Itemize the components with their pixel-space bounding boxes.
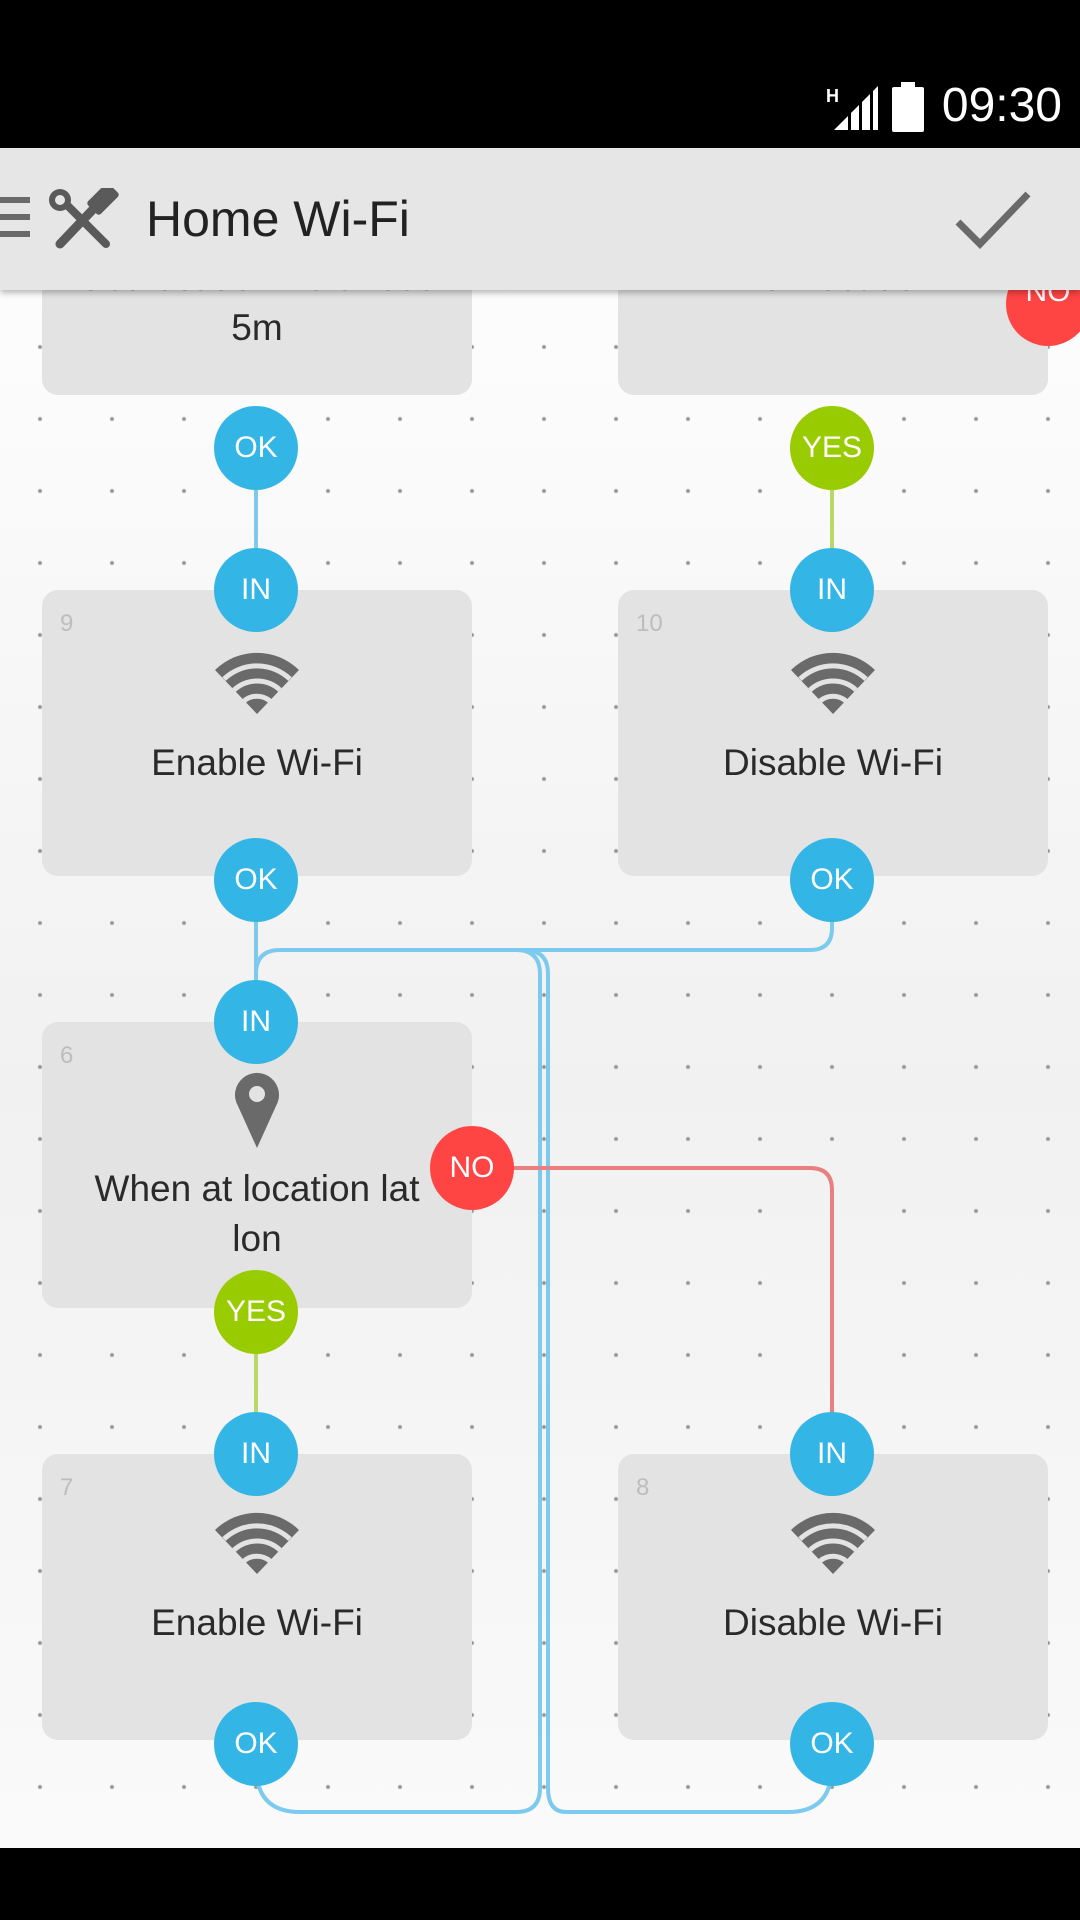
status-bar: H 09:30 bbox=[0, 0, 1080, 148]
in-input-disable-wifi-10[interactable]: IN bbox=[790, 548, 874, 632]
drawer-icon[interactable] bbox=[0, 197, 30, 237]
ok-output-disable-wifi-8[interactable]: OK bbox=[790, 1702, 874, 1786]
battery-icon bbox=[892, 82, 924, 132]
block-label: Enable Wi-Fi bbox=[151, 742, 363, 783]
block-disable-wifi-10[interactable]: 10 Disable Wi-Fi bbox=[618, 590, 1048, 876]
block-number: 10 bbox=[636, 610, 663, 637]
location-pin-icon bbox=[235, 1072, 279, 1148]
ok-output-get-location[interactable]: OK bbox=[214, 406, 298, 490]
block-enable-wifi-7[interactable]: 7 Enable Wi-Fi bbox=[42, 1454, 472, 1740]
block-number: 7 bbox=[60, 1474, 74, 1501]
wifi-icon bbox=[215, 652, 299, 714]
wire-disable-10-ok bbox=[254, 880, 834, 1022]
yes-output-pick-location[interactable]: YES bbox=[790, 406, 874, 490]
block-when-at-location-6[interactable]: 6 When at location lat lon bbox=[42, 1022, 472, 1308]
page-title: Home Wi-Fi bbox=[146, 191, 410, 247]
navigation-bar bbox=[0, 1848, 1080, 1920]
status-time: 09:30 bbox=[941, 79, 1062, 132]
flow-canvas[interactable]: Get location Balanced 5m Pick location 9… bbox=[0, 148, 1080, 1848]
wire-loop-left bbox=[254, 948, 542, 1814]
ok-output-enable-wifi-9[interactable]: OK bbox=[214, 838, 298, 922]
block-label: Disable Wi-Fi bbox=[723, 742, 943, 783]
block-label: Disable Wi-Fi bbox=[723, 1602, 943, 1643]
wifi-icon bbox=[215, 1512, 299, 1574]
block-label: Enable Wi-Fi bbox=[151, 1602, 363, 1643]
block-number: 8 bbox=[636, 1474, 650, 1501]
wire-loop-right bbox=[523, 948, 834, 1814]
yes-output-when-at-location-6[interactable]: YES bbox=[214, 1270, 298, 1354]
ok-output-disable-wifi-10[interactable]: OK bbox=[790, 838, 874, 922]
block-number: 9 bbox=[60, 610, 74, 637]
block-label: When at location lat lon bbox=[94, 1168, 420, 1259]
block-enable-wifi-9[interactable]: 9 Enable Wi-Fi bbox=[42, 590, 472, 876]
action-bar: Home Wi-Fi bbox=[0, 148, 1080, 290]
in-input-when-at-location-6[interactable]: IN bbox=[214, 980, 298, 1064]
in-input-enable-wifi-9[interactable]: IN bbox=[214, 548, 298, 632]
no-output-when-at-location-6[interactable]: NO bbox=[430, 1126, 514, 1210]
wifi-icon bbox=[791, 1512, 875, 1574]
wire-location-no bbox=[472, 1166, 834, 1454]
signal-icon: H bbox=[826, 86, 878, 132]
block-disable-wifi-8[interactable]: 8 Disable Wi-Fi bbox=[618, 1454, 1048, 1740]
in-input-enable-wifi-7[interactable]: IN bbox=[214, 1412, 298, 1496]
wifi-icon bbox=[791, 652, 875, 714]
block-number: 6 bbox=[60, 1042, 74, 1069]
ok-output-enable-wifi-7[interactable]: OK bbox=[214, 1702, 298, 1786]
tools-icon[interactable] bbox=[48, 188, 122, 250]
svg-text:H: H bbox=[826, 86, 839, 106]
checkmark-icon[interactable] bbox=[954, 188, 1034, 252]
in-input-disable-wifi-8[interactable]: IN bbox=[790, 1412, 874, 1496]
